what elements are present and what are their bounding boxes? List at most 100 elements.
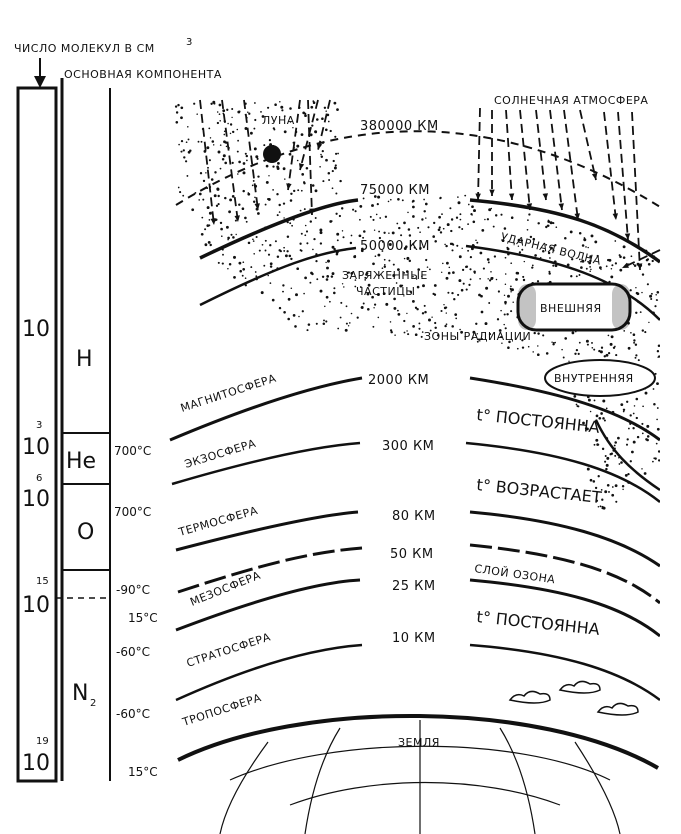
stipple-dot: [230, 233, 233, 236]
stipple-dot: [583, 238, 587, 242]
stipple-dot: [415, 306, 417, 309]
stipple-dot: [441, 213, 443, 215]
stipple-dot: [473, 209, 476, 213]
stipple-dot: [312, 100, 315, 102]
stipple-dot: [521, 339, 524, 342]
stipple-dot: [610, 267, 613, 270]
stipple-dot: [632, 333, 636, 336]
stipple-dot: [289, 107, 292, 110]
stipple-dot: [542, 334, 545, 337]
arrow-head-icon: [612, 213, 618, 220]
stipple-dot: [319, 231, 323, 235]
stipple-dot: [341, 230, 344, 232]
stipple-dot: [314, 217, 317, 219]
stipple-dot: [403, 319, 406, 323]
stipple-dot: [252, 240, 255, 242]
stipple-dot: [383, 231, 386, 234]
stipple-dot: [379, 217, 382, 219]
stipple-dot: [208, 211, 212, 215]
stipple-dot: [562, 356, 565, 359]
stipple-dot: [362, 302, 365, 305]
stipple-dot: [294, 325, 297, 328]
stipple-dot: [649, 294, 653, 298]
stipple-dot: [532, 237, 536, 241]
stipple-dot: [209, 243, 212, 247]
stipple-dot: [603, 355, 607, 358]
stipple-dot: [189, 149, 192, 152]
stipple-dot: [500, 213, 503, 216]
stipple-dot: [233, 276, 236, 279]
stipple-dot: [276, 214, 279, 217]
stipple-dot: [329, 300, 331, 303]
stipple-dot: [383, 265, 387, 269]
stipple-dot: [603, 419, 606, 422]
arrow-down-icon: [34, 76, 46, 88]
stipple-dot: [359, 235, 362, 238]
stipple-dot: [552, 264, 555, 267]
stipple-dot: [223, 133, 226, 136]
stipple-dot: [596, 254, 599, 258]
stipple-dot: [444, 243, 446, 246]
stipple-dot: [409, 290, 412, 293]
stipple-dot: [488, 333, 492, 336]
stipple-dot: [652, 388, 655, 390]
stipple-dot: [337, 152, 339, 155]
stipple-dot: [635, 291, 639, 295]
stipple-dot: [383, 258, 386, 261]
stipple-dot: [272, 189, 274, 191]
stipple-dot: [339, 179, 342, 183]
stipple-dot: [600, 412, 603, 415]
stipple-dot: [591, 341, 593, 344]
stipple-dot: [269, 265, 273, 268]
stipple-dot: [362, 197, 365, 200]
arc-2000: [169, 376, 363, 442]
stipple-dot: [316, 118, 319, 121]
stipple-dot: [439, 197, 442, 200]
stipple-dot: [257, 212, 260, 215]
stipple-dot: [493, 255, 497, 258]
stipple-dot: [593, 399, 596, 402]
stipple-dot: [255, 155, 259, 159]
stipple-dot: [648, 321, 650, 324]
stipple-dot: [391, 231, 395, 235]
stipple-dot: [272, 165, 275, 168]
stipple-dot: [286, 250, 289, 253]
stipple-dot: [255, 275, 258, 278]
stipple-dot: [278, 211, 281, 213]
stipple-dot: [620, 403, 624, 407]
arrow-head-icon: [316, 143, 323, 150]
stipple-dot: [623, 330, 626, 332]
stipple-dot: [503, 313, 506, 316]
stipple-dot: [657, 459, 660, 462]
stipple-dot: [433, 221, 436, 225]
stipple-dot: [337, 327, 340, 330]
stipple-dot: [267, 274, 269, 277]
stipple-dot: [442, 262, 444, 265]
stipple-dot: [334, 164, 337, 167]
stipple-dot: [364, 276, 367, 279]
stipple-dot: [397, 198, 400, 201]
stipple-dot: [260, 291, 264, 295]
density-exponent: 15: [36, 576, 49, 587]
stipple-dot: [547, 224, 550, 228]
stipple-dot: [218, 113, 221, 116]
arrow-head-icon: [591, 173, 598, 180]
stipple-dot: [475, 239, 477, 242]
stipple-dot: [456, 244, 459, 247]
arrow-head-icon: [624, 233, 631, 240]
arrow-head-icon: [234, 215, 240, 222]
stipple-dot: [301, 310, 304, 313]
stipple-dot: [216, 111, 219, 113]
stipple-dot: [238, 160, 241, 164]
stipple-dot: [196, 113, 198, 115]
stipple-dot: [622, 410, 625, 413]
stipple-dot: [276, 165, 279, 169]
stipple-dot: [510, 291, 512, 293]
stipple-dot: [335, 192, 338, 195]
stipple-dot: [632, 412, 635, 415]
stipple-dot: [227, 122, 229, 125]
stipple-dot: [206, 224, 210, 227]
stipple-dot: [382, 292, 386, 295]
stipple-dot: [281, 109, 284, 112]
density-value: 10: [22, 435, 50, 460]
